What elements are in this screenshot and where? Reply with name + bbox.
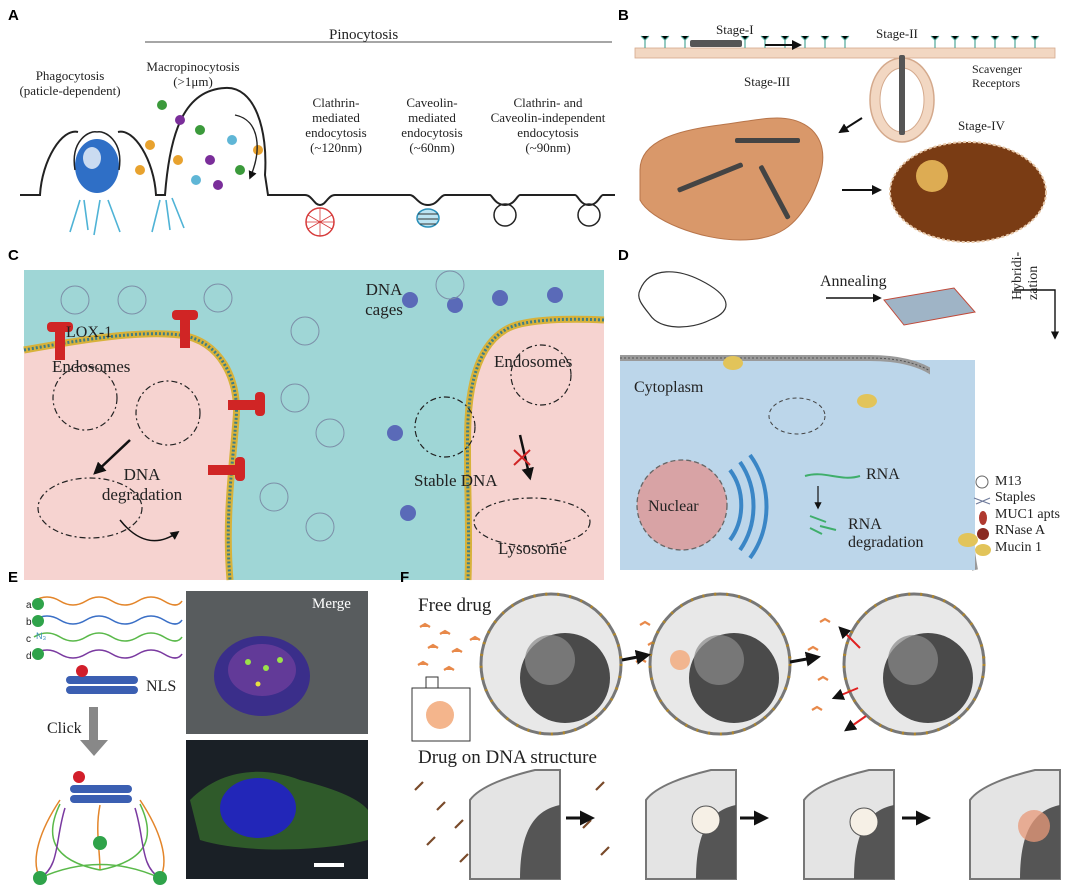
azide-mark: N₃ (36, 631, 47, 641)
stage-2-label: Stage-II (876, 26, 918, 41)
macropinocytosis-label: Macropinocytosis(>1μm) (146, 59, 240, 89)
panel-f-graphics (411, 592, 1061, 880)
panel-label-e: E (8, 569, 19, 586)
endosomes-right-label: Endosomes (494, 352, 573, 371)
click-label: Click (47, 720, 82, 737)
annealing-label: Annealing (820, 273, 887, 290)
merge-label: Merge (312, 596, 351, 612)
panel-e-graphics (32, 591, 368, 885)
lysosome-label: Lysosome (498, 539, 567, 558)
stage-4-label: Stage-IV (958, 118, 1005, 133)
stage-1-label: Stage-I (716, 22, 754, 37)
panel-a-graphics (20, 41, 615, 237)
panel-d-legend: M13 Staples MUC1 apts RNase A Mucin 1 (995, 474, 1060, 556)
stage-3-label: Stage-III (744, 74, 791, 89)
pinocytosis-label: Pinocytosis (329, 27, 399, 43)
panel-c-graphics (23, 270, 605, 581)
legend-item-muc1-apts: MUC1 apts (995, 506, 1060, 522)
panel-b-graphics (634, 35, 1056, 243)
legend-item-staples: Staples (995, 490, 1036, 506)
panel-label-c: C (8, 247, 19, 264)
hybridization-label: Hybridi-zation (1010, 251, 1042, 300)
phagocytosis-label: Phagocytosis(paticle-dependent) (19, 68, 121, 98)
stable-dna-label: Stable DNA (414, 471, 498, 490)
legend-item-mucin-1: Mucin 1 (995, 539, 1043, 555)
drug-on-dna-structure-label: Drug on DNA structure (418, 747, 597, 768)
lox1-label: LOX-1 (66, 324, 113, 341)
nuclear-label: Nuclear (648, 498, 699, 515)
cytoplasm-label: Cytoplasm (634, 379, 704, 396)
panel-label-a: A (8, 7, 19, 24)
rna-label: RNA (866, 466, 900, 483)
legend-item-rnase-a: RNase A (995, 523, 1046, 539)
free-drug-label: Free drug (418, 595, 492, 616)
endosomes-left-label: Endosomes (52, 357, 131, 376)
legend-item-m13: M13 (995, 474, 1022, 489)
nls-label: NLS (146, 678, 177, 695)
panel-label-b: B (618, 7, 629, 24)
panel-d-graphics (620, 271, 1060, 571)
panel-label-f: F (400, 569, 410, 586)
panel-label-d: D (618, 247, 629, 264)
